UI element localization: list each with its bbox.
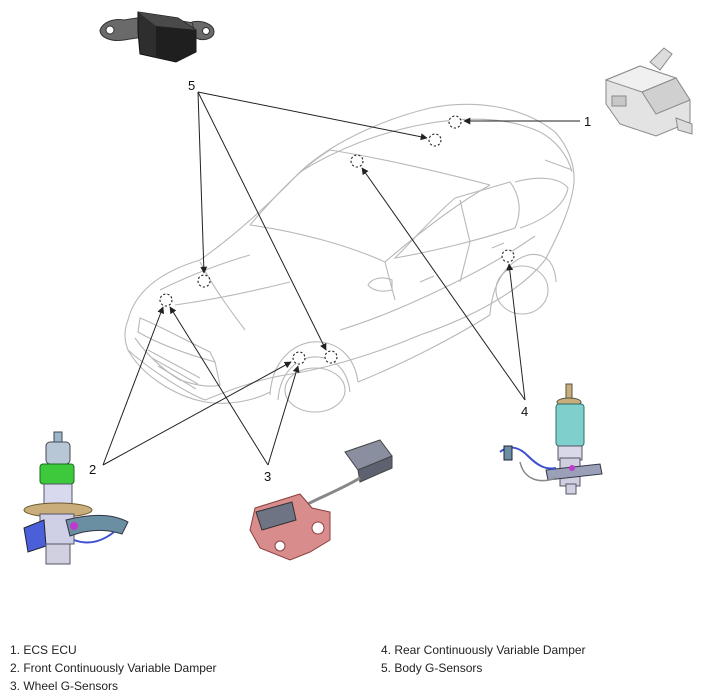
marker-wheel-sensor-right — [324, 350, 338, 364]
marker-rear-damper-top — [350, 154, 364, 168]
legend-item-body-g-sensors: 5. Body G-Sensors — [381, 661, 483, 675]
marker-rear-damper-wheel — [501, 249, 515, 263]
leader-3b — [267, 365, 300, 466]
callout-2: 2 — [89, 462, 96, 477]
callout-1: 1 — [584, 114, 591, 129]
sensor-location-markers — [159, 115, 515, 365]
legend-item-front-damper: 2. Front Continuously Variable Damper — [10, 661, 217, 675]
legend-item-ecs-ecu: 1. ECS ECU — [10, 643, 77, 657]
leader-2b — [102, 361, 292, 466]
marker-ecu-location — [448, 115, 462, 129]
callout-4: 4 — [521, 404, 528, 419]
leader-4b — [506, 263, 526, 401]
marker-body-sensor-hood — [197, 274, 211, 288]
leader-4a — [361, 167, 526, 401]
ecs-component-diagram: 1 5 4 2 3 — [23, 11, 693, 565]
leader-2a — [102, 306, 165, 466]
leader-5a — [197, 91, 428, 141]
marker-body-sensor-roof — [428, 133, 442, 147]
rear-damper-illustration — [499, 383, 603, 495]
ecs-ecu-illustration — [604, 47, 693, 137]
body-g-sensor-illustration — [99, 11, 215, 63]
leader-5c — [197, 91, 327, 351]
legend-item-wheel-g-sensors: 3. Wheel G-Sensors — [10, 679, 119, 693]
legend-right-column: 4. Rear Continuously Variable Damper 5. … — [381, 641, 586, 677]
legend-left-column: 1. ECS ECU 2. Front Continuously Variabl… — [10, 641, 217, 695]
callout-5: 5 — [188, 78, 195, 93]
leader-5b — [197, 91, 208, 274]
front-damper-illustration — [23, 431, 129, 565]
callout-3: 3 — [264, 469, 271, 484]
leader-3a — [169, 306, 269, 466]
leader-lines — [102, 91, 580, 466]
wheel-g-sensor-illustration — [249, 439, 393, 561]
legend-item-rear-damper: 4. Rear Continuously Variable Damper — [381, 643, 586, 657]
marker-front-damper-top — [159, 293, 173, 307]
marker-wheel-sensor-left — [292, 351, 306, 365]
